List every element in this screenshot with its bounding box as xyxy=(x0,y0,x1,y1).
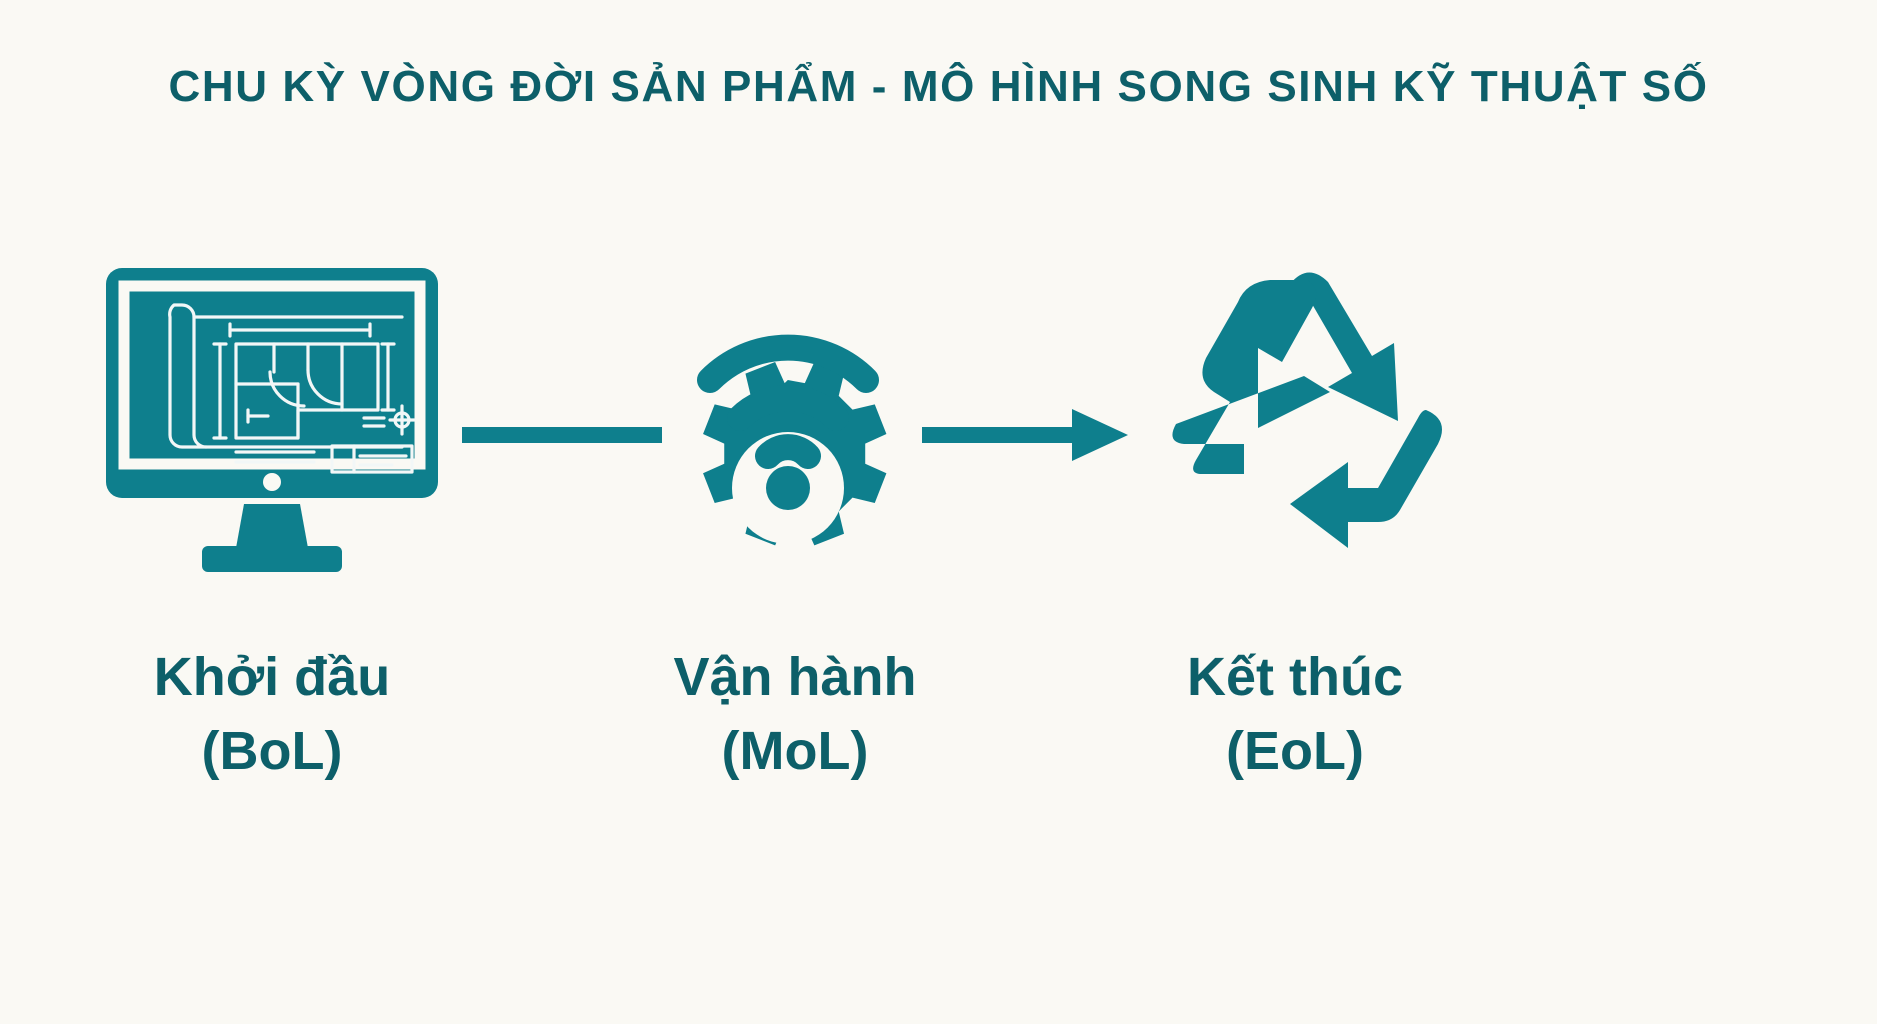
label-bol-line1: Khởi đầu xyxy=(153,647,391,707)
connector-mol-to-eol xyxy=(922,405,1142,465)
recycle-icon xyxy=(1172,272,1442,548)
stage-label-row: Khởi đầu (BoL) Vận hành (MoL) Kết thúc (… xyxy=(0,640,1877,840)
label-eol-line1: Kết thúc xyxy=(1187,647,1403,707)
stage-bol[interactable] xyxy=(92,255,452,585)
arrow-right-icon xyxy=(922,409,1128,461)
label-mol: Vận hành (MoL) xyxy=(585,640,1005,788)
page-title: CHU KỲ VÒNG ĐỜI SẢN PHẨM - MÔ HÌNH SONG … xyxy=(0,62,1877,112)
label-mol-line2: (MoL) xyxy=(721,721,869,781)
gear-wifi-icon xyxy=(697,334,887,546)
desktop-monitor-blueprint-icon xyxy=(106,268,438,572)
page-title-text: CHU KỲ VÒNG ĐỜI SẢN PHẨM - MÔ HÌNH SONG … xyxy=(168,62,1709,111)
stage-icon-row xyxy=(0,255,1877,615)
stage-eol[interactable] xyxy=(1130,255,1490,585)
label-mol-line1: Vận hành xyxy=(673,647,917,707)
connector-bol-to-mol xyxy=(462,405,672,465)
arrow-line-right-icon xyxy=(462,427,662,443)
stage-mol[interactable] xyxy=(608,255,968,585)
label-bol-line2: (BoL) xyxy=(201,721,343,781)
label-eol: Kết thúc (EoL) xyxy=(1085,640,1505,788)
label-bol: Khởi đầu (BoL) xyxy=(62,640,482,788)
label-eol-line2: (EoL) xyxy=(1226,721,1364,781)
